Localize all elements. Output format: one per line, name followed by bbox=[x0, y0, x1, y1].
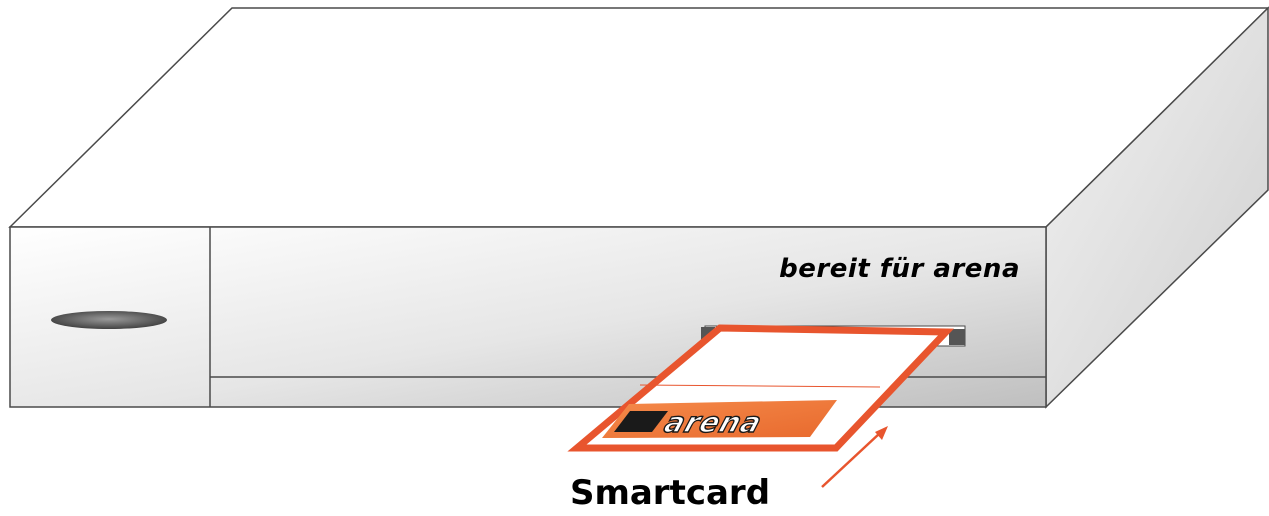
smartcard-label: Smartcard bbox=[569, 473, 771, 513]
smartcard-stripe-line bbox=[639, 384, 881, 388]
slot-marker-right bbox=[949, 329, 965, 345]
arena-logo-mark bbox=[614, 411, 668, 432]
insert-arrow-icon bbox=[821, 426, 888, 488]
smartcard: arena bbox=[567, 324, 955, 452]
display-led bbox=[51, 311, 167, 329]
front-text-label: bereit für arena bbox=[779, 254, 1020, 284]
arena-logo-text: arena bbox=[660, 406, 766, 439]
arena-logo bbox=[602, 400, 837, 438]
